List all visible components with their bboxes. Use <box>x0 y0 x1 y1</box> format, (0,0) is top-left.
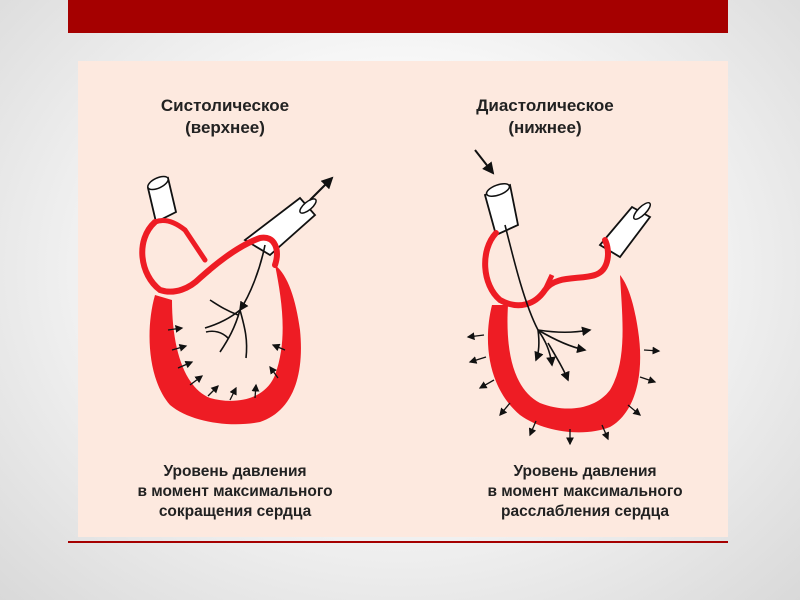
internal-flow-arrows-right <box>504 224 592 382</box>
internal-flow-arrows <box>204 244 266 359</box>
diastolic-heart-illustration <box>466 149 661 446</box>
ventricle-wall-right <box>487 275 641 433</box>
diastolic-caption: Уровень давления в момент максимального … <box>487 463 683 520</box>
atrium-outline <box>139 219 280 295</box>
top-accent-bar <box>68 0 728 33</box>
bottom-accent-line <box>68 541 728 543</box>
inflow-arrow <box>474 149 495 175</box>
systolic-caption: Уровень давления в момент максимального … <box>137 463 333 520</box>
ejection-arrow <box>309 176 334 201</box>
diagram-panel <box>78 61 728 537</box>
systolic-heart-illustration <box>139 175 334 425</box>
ventricle-wall <box>149 265 301 425</box>
pressure-arrows-inward <box>167 325 286 401</box>
systolic-title: Систолическое (верхнее) <box>160 96 290 137</box>
atrium-outline-right <box>482 230 611 309</box>
pulmonary-vessel <box>243 196 317 257</box>
diastolic-title: Диастолическое (нижнее) <box>476 96 614 137</box>
pressure-arrows-outward <box>466 332 661 446</box>
